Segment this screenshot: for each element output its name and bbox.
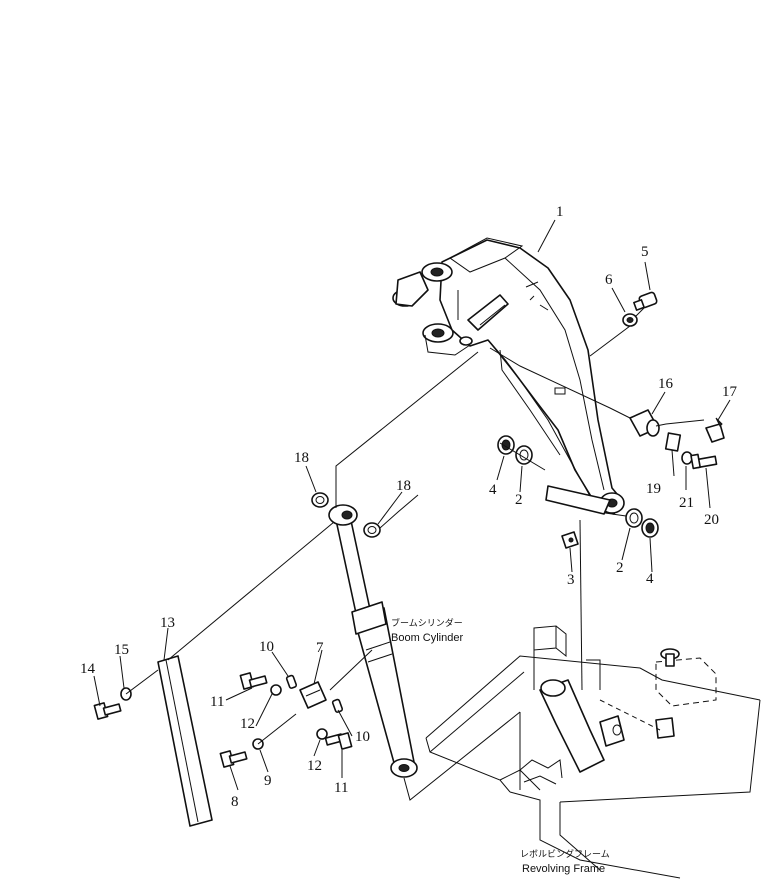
label-19: 19 — [646, 481, 661, 497]
label-7: 7 — [316, 640, 324, 656]
label-4-lower: 4 — [646, 571, 654, 587]
bolt-11-upper — [239, 672, 268, 690]
label-8: 8 — [231, 794, 239, 810]
washer-12-upper — [270, 684, 282, 696]
label-20: 20 — [704, 512, 719, 528]
grease-fitting-3 — [561, 531, 579, 549]
boom-cylinder-caption-jp: ブームシリンダー — [391, 617, 463, 629]
boom — [392, 237, 625, 515]
nut-6 — [622, 313, 638, 327]
bracket-7 — [299, 681, 327, 709]
pin-16 — [629, 409, 660, 437]
plate-19 — [664, 432, 682, 452]
label-3: 3 — [567, 572, 575, 588]
label-2-upper: 2 — [515, 492, 523, 508]
label-15: 15 — [114, 642, 129, 658]
bolt-20 — [690, 453, 718, 470]
captions: ブームシリンダー Boom Cylinder レボルビングフレーム Revolv… — [391, 617, 610, 875]
label-11-lower: 11 — [334, 780, 348, 796]
boom-cylinder-caption-en: Boom Cylinder — [391, 632, 463, 644]
clip-10-upper — [285, 674, 298, 689]
label-10-lower: 10 — [355, 729, 370, 745]
label-6: 6 — [605, 272, 613, 288]
label-12-lower: 12 — [307, 758, 322, 774]
washer-18-right — [363, 522, 381, 538]
fitting-17 — [705, 417, 725, 443]
label-5: 5 — [641, 244, 649, 260]
label-17: 17 — [722, 384, 738, 400]
label-16: 16 — [658, 376, 674, 392]
label-10-upper: 10 — [259, 639, 274, 655]
assembly-lines — [125, 307, 705, 801]
label-12-upper: 12 — [240, 716, 255, 732]
fitting-5 — [633, 291, 658, 311]
bushing-2-lower — [625, 508, 643, 528]
leader-lines — [93, 219, 731, 791]
label-21: 21 — [679, 495, 694, 511]
label-11-upper: 11 — [210, 694, 224, 710]
label-1: 1 — [556, 204, 564, 220]
label-9: 9 — [264, 773, 272, 789]
label-2-lower: 2 — [616, 560, 624, 576]
label-14: 14 — [80, 661, 96, 677]
boom-cylinder — [328, 504, 418, 778]
bolt-8 — [219, 750, 248, 768]
clip-10-lower — [331, 698, 344, 713]
label-13: 13 — [160, 615, 175, 631]
label-18-left: 18 — [294, 450, 309, 466]
seal-4-lower — [641, 518, 659, 538]
washer-12-lower — [316, 728, 328, 740]
bolt-11-lower — [324, 732, 353, 750]
seal-4-upper — [497, 435, 515, 455]
washer-21 — [681, 451, 693, 465]
washer-18-left — [311, 492, 329, 508]
revolving-frame-caption-jp: レボルビングフレーム — [520, 848, 610, 860]
cover-13 — [157, 655, 213, 827]
bolt-14 — [93, 702, 122, 720]
revolving-frame — [425, 625, 761, 879]
part-number-labels: 1 5 6 16 17 4 2 19 21 20 3 2 4 18 18 13 … — [80, 204, 738, 810]
revolving-frame-caption-en: Revolving Frame — [522, 863, 605, 875]
label-4-upper: 4 — [489, 482, 497, 498]
label-18-right: 18 — [396, 478, 411, 494]
